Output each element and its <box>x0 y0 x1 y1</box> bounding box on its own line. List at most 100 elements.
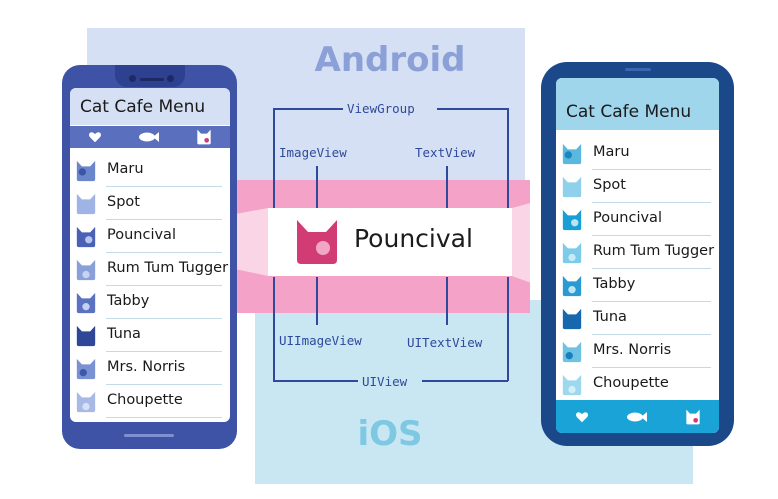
imageview-line <box>316 166 318 210</box>
pouncival-cat-icon <box>297 220 337 264</box>
android-list-item[interactable]: Tabby <box>70 286 230 319</box>
cat-face-icon <box>76 259 96 281</box>
uiimageview-line <box>316 277 318 325</box>
list-divider <box>106 285 222 286</box>
ios-list-item[interactable]: Tabby <box>556 269 719 302</box>
heart-icon[interactable] <box>575 410 589 424</box>
cat-name-label: Mrs. Norris <box>107 359 186 375</box>
list-divider <box>592 202 711 203</box>
cat-name-label: Tabby <box>593 276 636 292</box>
uitextview-line <box>446 277 448 325</box>
cat-name-label: Tuna <box>107 326 141 342</box>
ios-list-item[interactable]: Pouncival <box>556 203 719 236</box>
cat-icon[interactable] <box>685 409 701 425</box>
cat-name-label: Maru <box>107 161 144 177</box>
android-header <box>70 88 230 125</box>
ios-heading: iOS <box>357 414 423 454</box>
android-app-title: Cat Cafe Menu <box>80 97 206 117</box>
cat-name-label: Tuna <box>593 309 627 325</box>
cat-face-icon <box>562 341 582 363</box>
cat-name-label: Spot <box>593 177 626 193</box>
list-divider <box>592 367 711 368</box>
android-speaker <box>140 78 164 81</box>
list-divider <box>592 169 711 170</box>
ios-toolbar <box>556 400 719 433</box>
cat-face-icon <box>76 391 96 413</box>
uiimageview-label: UIImageView <box>279 333 362 348</box>
android-list-item[interactable]: Tuna <box>70 319 230 352</box>
android-camera <box>129 75 136 82</box>
cat-name-label: Choupette <box>107 392 183 408</box>
android-list-item[interactable]: Spot <box>70 187 230 220</box>
cat-name-label: Tabby <box>107 293 150 309</box>
cat-name-label: Pouncival <box>593 210 662 226</box>
viewgroup-line-right <box>437 108 508 110</box>
ios-list-item[interactable]: Maru <box>556 137 719 170</box>
list-divider <box>106 351 222 352</box>
cat-name-label: Spot <box>107 194 140 210</box>
uiview-label: UIView <box>362 374 408 389</box>
cat-face-icon <box>562 209 582 231</box>
list-divider <box>592 235 711 236</box>
heart-icon[interactable] <box>88 130 102 144</box>
uiview-line-rv <box>507 277 509 381</box>
list-divider <box>592 268 711 269</box>
cat-face-icon <box>562 275 582 297</box>
textview-label: TextView <box>415 145 476 160</box>
android-camera-2 <box>167 75 174 82</box>
uiview-line-right <box>422 380 508 382</box>
ios-list-item[interactable]: Spot <box>556 170 719 203</box>
android-heading: Android <box>314 40 466 80</box>
textview-line <box>446 166 448 210</box>
android-list-item[interactable]: Pouncival <box>70 220 230 253</box>
cat-name-label: Mrs. Norris <box>593 342 672 358</box>
list-divider <box>106 417 222 418</box>
ios-header <box>556 78 719 130</box>
android-list-item[interactable]: Rum Tum Tugger <box>70 253 230 286</box>
list-divider <box>106 384 222 385</box>
cat-name-label: Choupette <box>593 375 669 391</box>
viewgroup-line-lv <box>273 108 275 209</box>
cat-face-icon <box>76 193 96 215</box>
android-notch <box>115 65 185 87</box>
fish-icon[interactable] <box>626 411 648 423</box>
fish-icon[interactable] <box>138 131 160 143</box>
cat-name-label: Maru <box>593 144 630 160</box>
cat-face-icon <box>76 358 96 380</box>
cat-face-icon <box>76 325 96 347</box>
uiview-line-left <box>273 380 358 382</box>
ios-list-item[interactable]: Rum Tum Tugger <box>556 236 719 269</box>
viewgroup-label: ViewGroup <box>347 101 415 116</box>
android-home-bar <box>124 434 174 437</box>
uiview-line-lv <box>273 277 275 381</box>
cat-face-icon <box>562 308 582 330</box>
ios-list-item[interactable]: Choupette <box>556 368 719 401</box>
android-list-item[interactable]: Choupette <box>70 385 230 418</box>
cat-face-icon <box>562 143 582 165</box>
cat-face-icon <box>76 160 96 182</box>
cat-face-icon <box>562 176 582 198</box>
list-divider <box>106 186 222 187</box>
center-cat-name: Pouncival <box>354 224 473 253</box>
cat-face-icon <box>562 374 582 396</box>
imageview-label: ImageView <box>279 145 347 160</box>
cat-face-icon <box>76 226 96 248</box>
list-divider <box>592 301 711 302</box>
cat-face-icon <box>76 292 96 314</box>
cat-icon[interactable] <box>196 129 212 145</box>
android-list-item[interactable]: Maru <box>70 154 230 187</box>
cat-name-label: Rum Tum Tugger <box>107 260 229 276</box>
ios-speaker <box>625 68 651 71</box>
cat-face-icon <box>562 242 582 264</box>
android-list-item[interactable]: Mrs. Norris <box>70 352 230 385</box>
uitextview-label: UITextView <box>407 335 483 350</box>
android-toolbar <box>70 126 230 148</box>
viewgroup-line-rv <box>507 108 509 209</box>
list-divider <box>106 318 222 319</box>
cat-name-label: Pouncival <box>107 227 176 243</box>
ios-list-item[interactable]: Mrs. Norris <box>556 335 719 368</box>
list-divider <box>592 334 711 335</box>
ios-list-item[interactable]: Tuna <box>556 302 719 335</box>
